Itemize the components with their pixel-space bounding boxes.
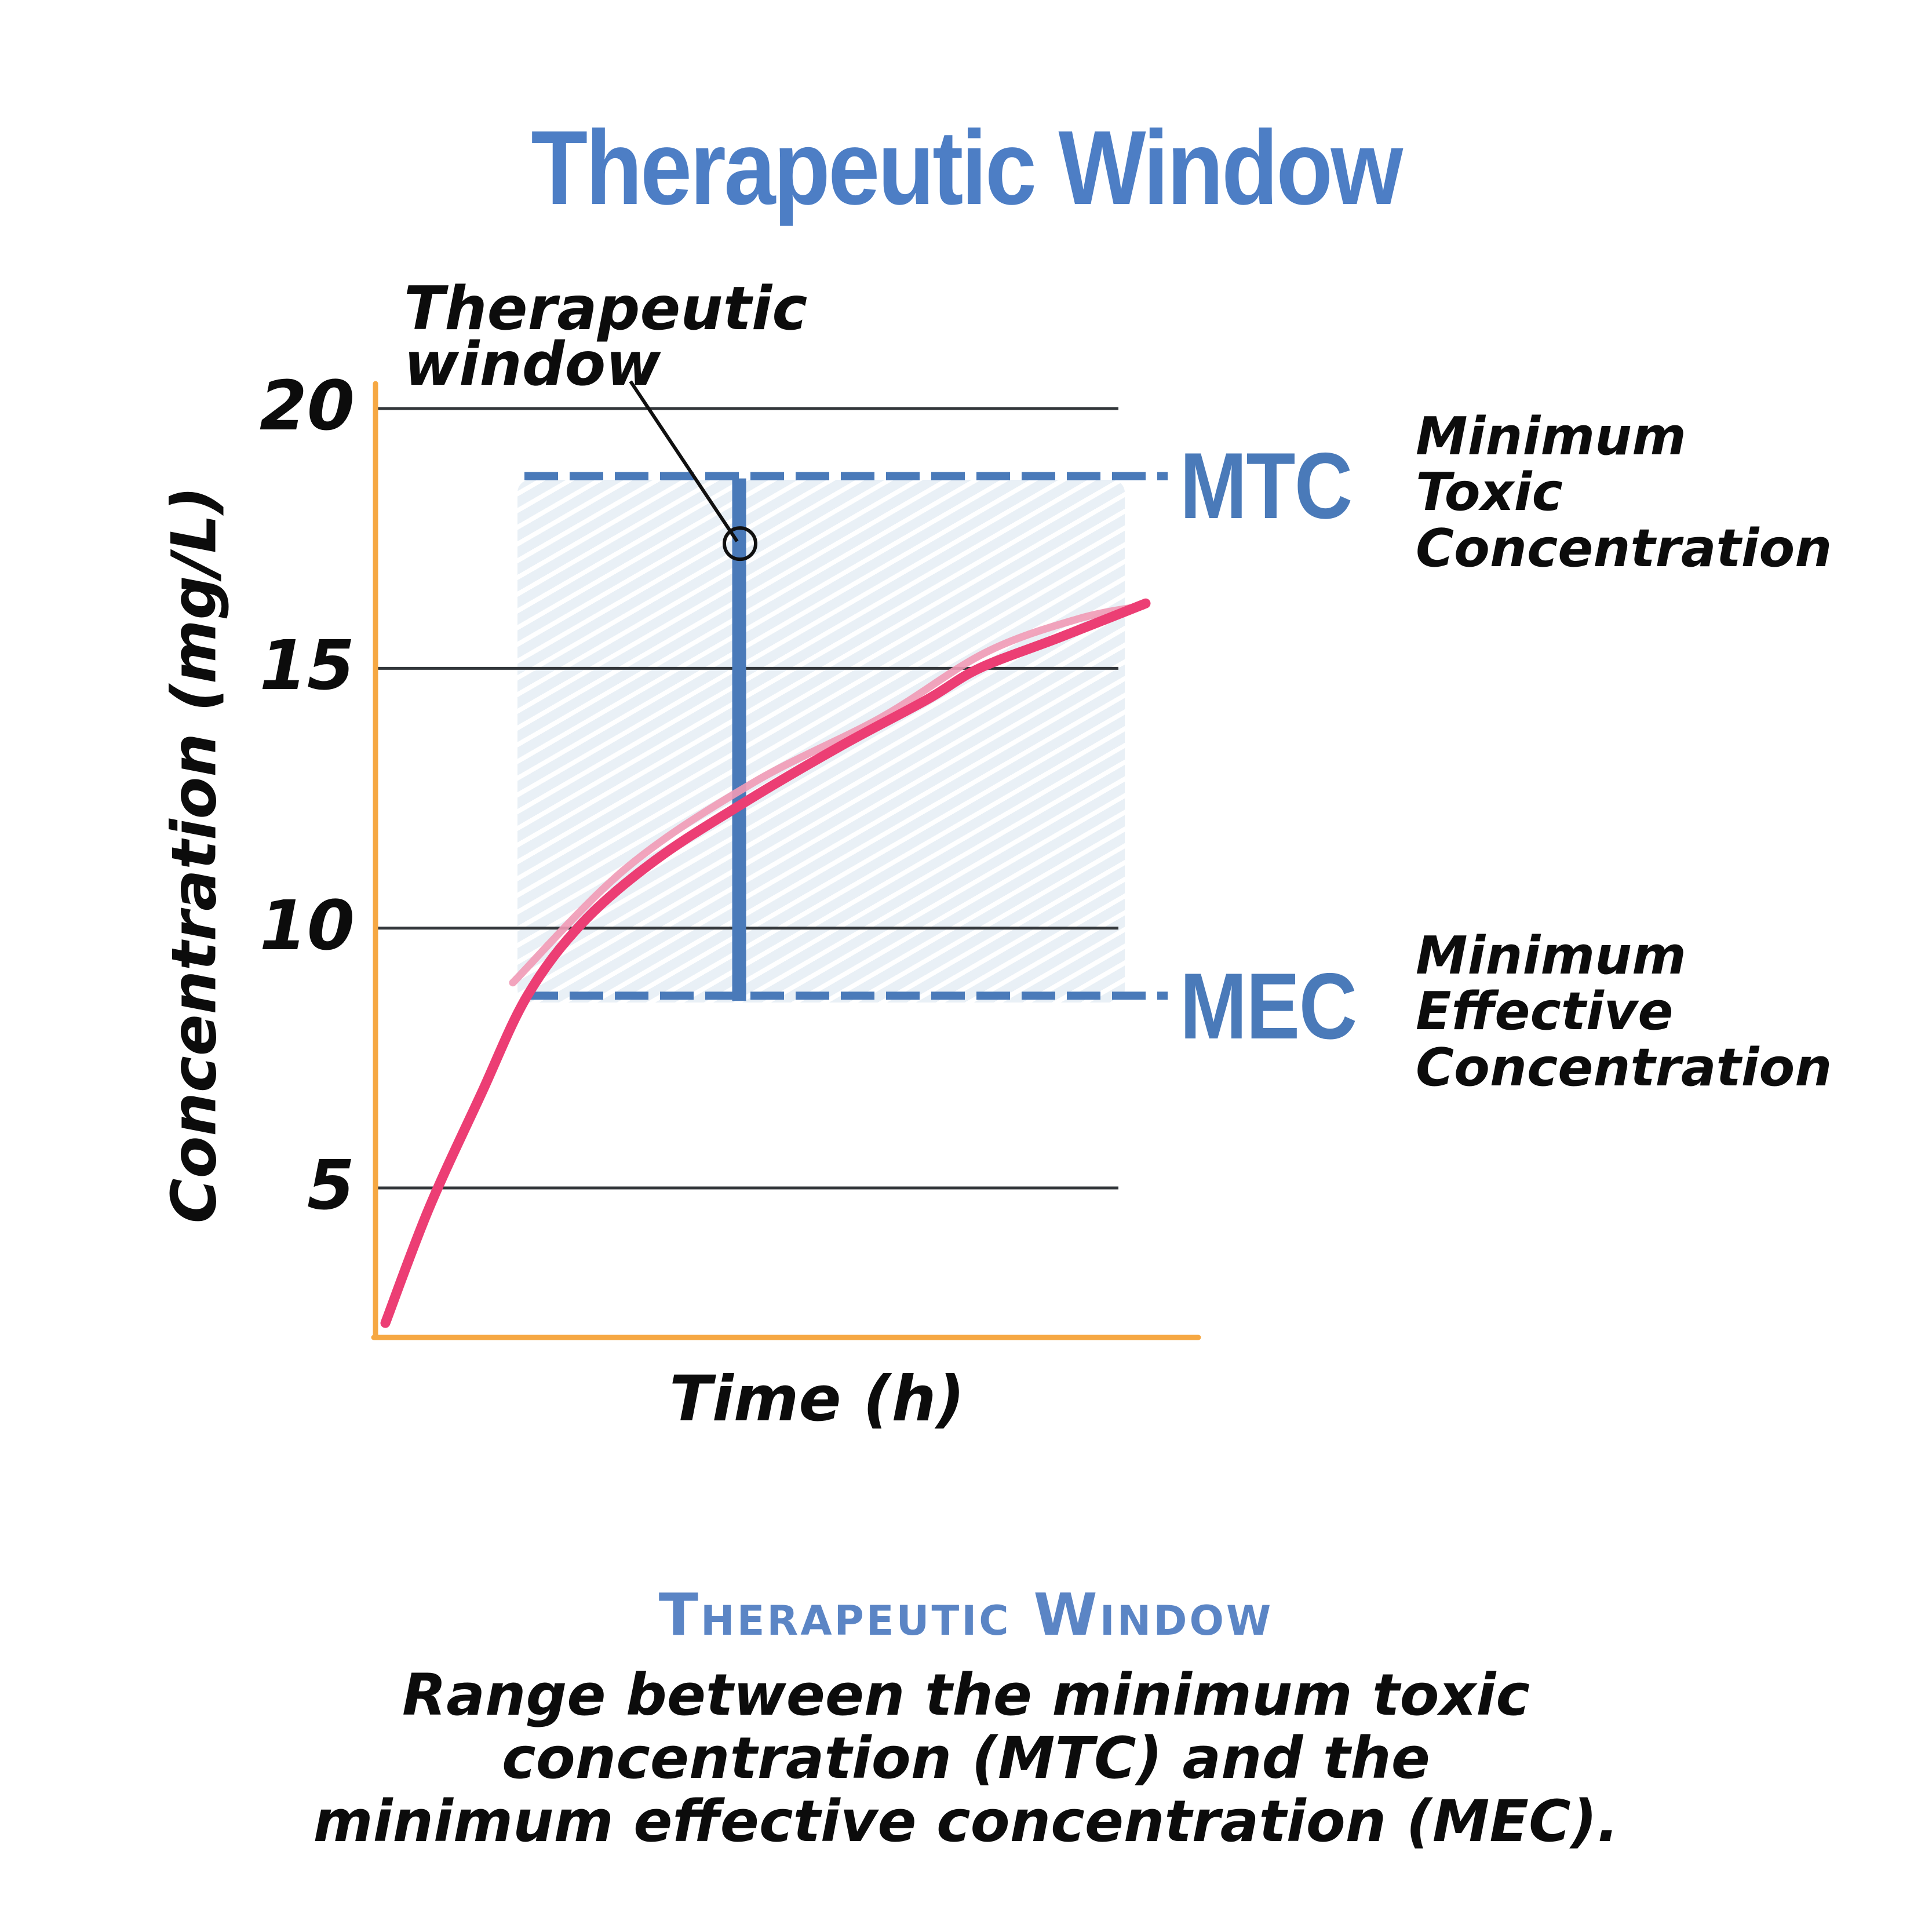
y-tick-label-5: 5 xyxy=(307,1145,355,1225)
page-title: Therapeutic Window xyxy=(531,108,1403,227)
mec-label: MEC xyxy=(1180,954,1357,1059)
mec-description: Minimum Effective Concentration xyxy=(1416,928,1832,1096)
footer-heading: Therapeutic Window xyxy=(658,1581,1274,1649)
y-tick-label-15: 15 xyxy=(259,625,355,706)
mec-desc-line-2: Effective xyxy=(1416,981,1674,1042)
therapeutic-window-annotation: Therapeutic window xyxy=(404,274,808,399)
mtc-description: Minimum Toxic Concentration xyxy=(1416,409,1832,577)
mec-desc-line-3: Concentration xyxy=(1416,1037,1832,1098)
footer-description: Range between the minimum toxic concentr… xyxy=(0,1664,1932,1854)
mtc-desc-line-2: Toxic xyxy=(1416,462,1563,523)
footer-desc-line-2: concentration (MTC) and the xyxy=(502,1725,1430,1792)
footer-desc-line-1: Range between the minimum toxic xyxy=(402,1662,1530,1729)
annotation-line-2: window xyxy=(404,329,661,399)
y-axis-label: Concentration (mg/L) xyxy=(158,486,230,1224)
footer-desc-line-3: minimum effective concentration (MEC). xyxy=(313,1788,1619,1855)
mtc-label: MTC xyxy=(1180,433,1353,538)
x-axis-label: Time (h) xyxy=(669,1363,965,1435)
mec-desc-line-1: Minimum xyxy=(1416,925,1686,986)
y-tick-label-20: 20 xyxy=(259,366,355,446)
annotation-line-1: Therapeutic xyxy=(404,274,808,344)
therapeutic-window-region xyxy=(517,479,1125,1003)
y-tick-label-10: 10 xyxy=(259,885,355,965)
mtc-desc-line-3: Concentration xyxy=(1416,517,1832,579)
mtc-desc-line-1: Minimum xyxy=(1416,406,1686,467)
